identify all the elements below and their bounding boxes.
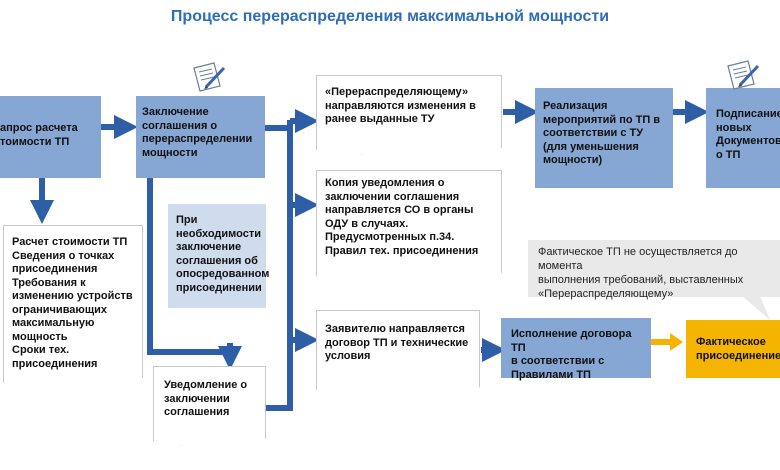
page-title: Процесс перераспределения максимальной м… xyxy=(170,8,610,25)
box-applicant-contract: Заявителю направляется договор ТП и техн… xyxy=(316,310,480,395)
box-cost-calculation: Расчет стоимости ТП Сведения о точках пр… xyxy=(3,225,143,392)
box-indirect-connection: При необходимости заключение соглашения … xyxy=(168,204,269,308)
box-actual-connection: Фактическое присоединение xyxy=(686,320,780,378)
arrow-conclusion-notice-path xyxy=(147,178,228,355)
document-pen-icon xyxy=(727,60,760,90)
box-cost-request: апрос расчета тоимости ТП xyxy=(0,96,101,178)
arrow-execution-actual-head xyxy=(670,333,683,351)
note-actual-connection: Фактическое ТП не осуществляется до моме… xyxy=(528,240,780,300)
box-conclusion-agreement: Заключение соглашения о перераспределени… xyxy=(136,96,265,178)
box-notice-copy: Копия уведомления о заключении соглашени… xyxy=(316,170,502,282)
document-pen-icon xyxy=(193,62,226,92)
box-signing-documents: Подписание новых Документов о ТП xyxy=(706,88,780,188)
box-agreement-notice: Уведомление о заключении соглашения xyxy=(153,366,266,446)
box-contract-execution: Исполнение договора ТП в соответствии с … xyxy=(501,318,651,381)
box-redistributor-changes: «Перераспределяющему» направляются измен… xyxy=(316,75,502,155)
box-realization-measures: Реализация мероприятий по ТП в соответст… xyxy=(535,88,673,188)
